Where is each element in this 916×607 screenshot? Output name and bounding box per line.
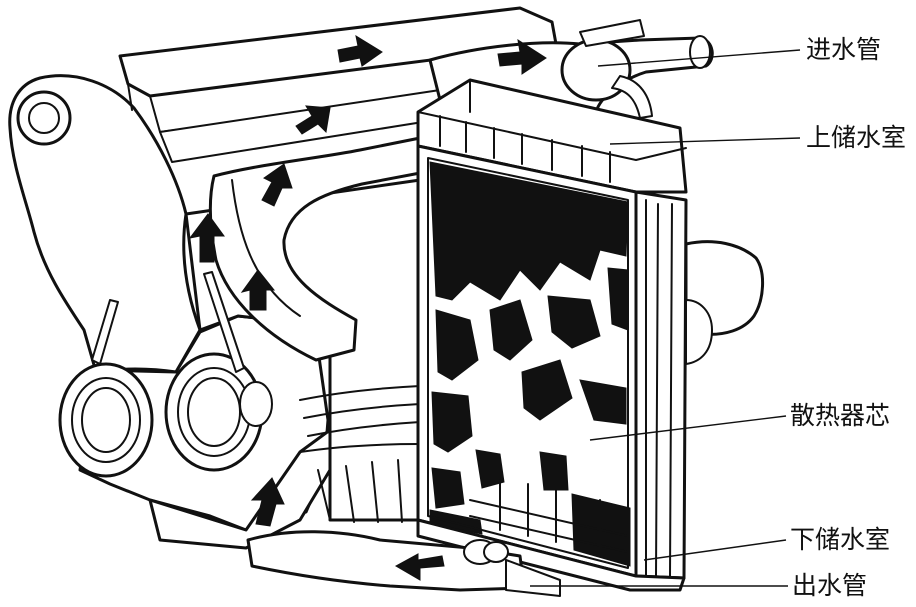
label-upper-tank: 上储水室 [806,123,906,152]
mounting-hole [16,90,72,146]
flow-arrow-top-1 [337,34,383,67]
leader-inlet-pipe [597,49,801,67]
labels: 进水管 上储水室 散热器芯 下储水室 出水管 [790,35,906,600]
pipe-port-left [58,362,154,478]
leader-core [589,415,787,441]
label-outlet-pipe: 出水管 [792,571,867,600]
pipe-port-right [164,352,273,472]
radiator-core [416,144,638,578]
leader-lower-tank [643,539,787,561]
flow-arrow-up-2 [240,269,276,311]
flow-arrow-up-1 [188,213,225,263]
flow-arrow-top-2 [497,38,547,75]
radiator [416,78,765,592]
label-inlet-pipe: 进水管 [806,35,881,64]
lower-tank [416,518,686,592]
flow-arrow-diag-2 [261,163,293,207]
outlet-pipe [246,530,561,597]
flow-arrow-up-3 [250,477,285,527]
label-lower-tank: 下储水室 [790,525,890,554]
side-bracket [684,240,765,365]
flow-arrow-diag-1 [295,105,331,135]
flow-arrows [188,34,547,581]
flow-arrow-bottom [394,553,445,581]
leader-lines [530,49,801,587]
label-core: 散热器芯 [790,401,890,430]
leader-upper-tank [609,137,801,145]
